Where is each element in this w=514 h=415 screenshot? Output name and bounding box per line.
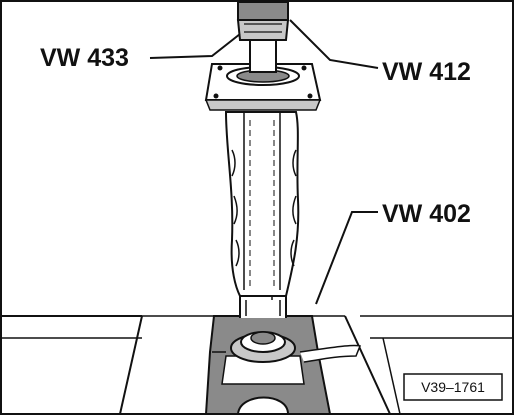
- bearing-assembly: [230, 289, 296, 363]
- press-ram: [236, 1, 290, 73]
- mounting-flange: [204, 63, 322, 111]
- leader-vw433: [149, 33, 241, 59]
- workbench: [2, 315, 512, 415]
- leader-vw412: [289, 19, 379, 69]
- label-vw412: VW 412: [382, 58, 471, 86]
- label-vw433: VW 433: [40, 44, 129, 72]
- label-vw402: VW 402: [382, 200, 471, 228]
- reference-code: V39–1761: [421, 379, 485, 395]
- reference-box: [403, 373, 503, 401]
- leader-vw402: [315, 211, 378, 305]
- shaft-housing: [224, 111, 300, 297]
- leader-lines: [149, 19, 379, 305]
